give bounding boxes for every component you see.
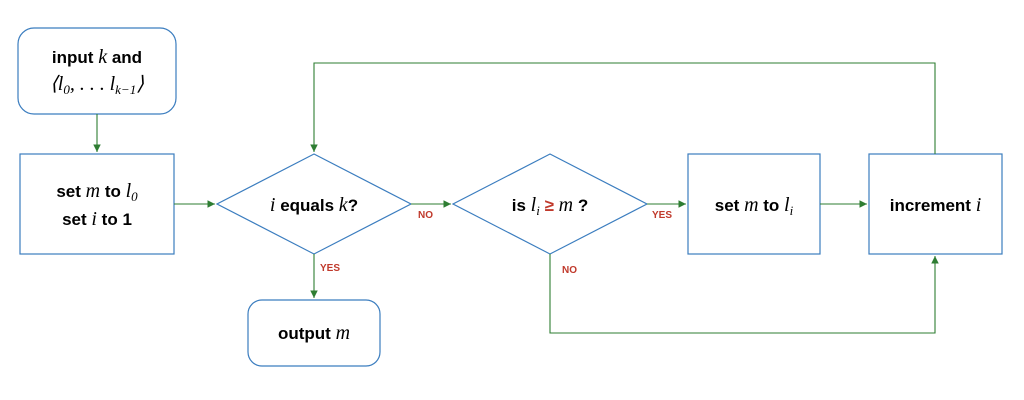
arrow-decision2-no [549, 254, 939, 334]
decision-li-ge-m-label: is li ≥ m ? [511, 194, 589, 218]
output-node-label: output m [277, 322, 351, 344]
set-m-node [687, 153, 821, 255]
init-node [19, 153, 175, 255]
branch-label-yes: YES [320, 263, 341, 274]
increment-node [868, 153, 1003, 255]
init-node-label: set m to l0 set i to 1 [56, 180, 138, 230]
increment-node-label: increment i [889, 194, 982, 216]
branch-label-yes: YES [652, 210, 673, 221]
decision-i-equals-k-label: i equals k? [269, 194, 359, 216]
branch-label-no: NO [562, 265, 577, 276]
branch-label-no: NO [418, 210, 433, 221]
input-node-label: input k and ⟨l0, . . . lk−1⟩ [49, 46, 145, 97]
arrow-loop-back [310, 62, 936, 154]
set-m-node-label: set m to li [714, 194, 794, 218]
output-node [247, 299, 381, 367]
